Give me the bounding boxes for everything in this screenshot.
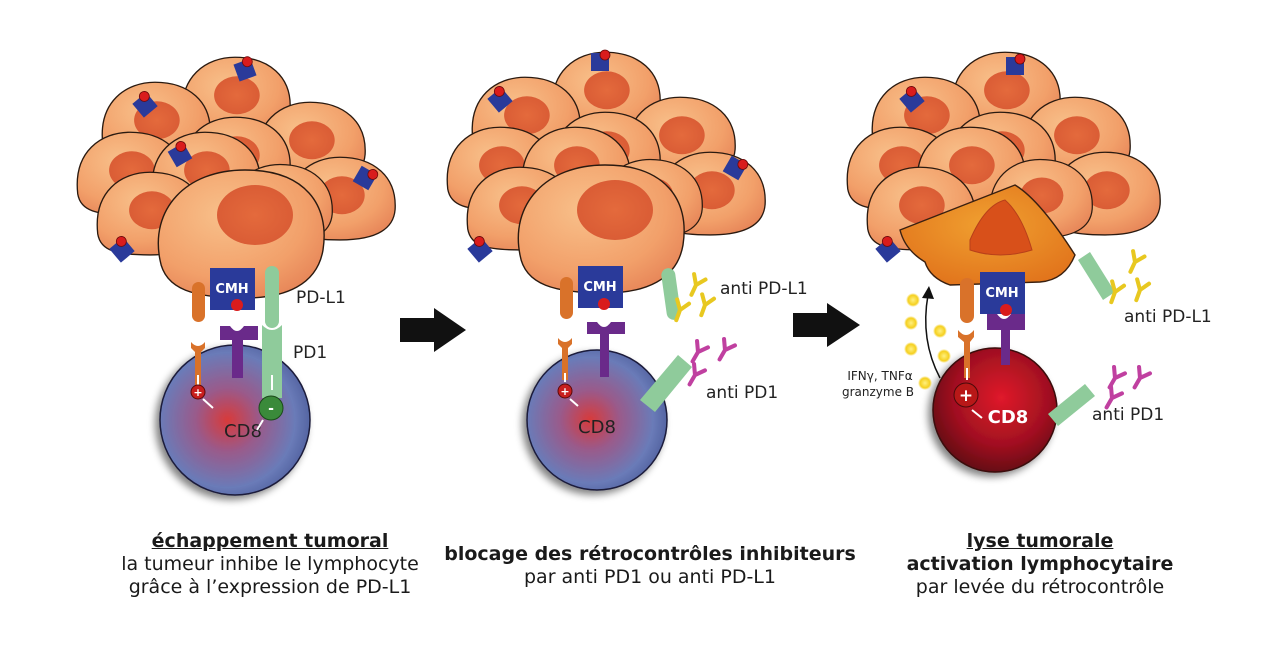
costim-receptor [191,342,205,388]
anti-pdl1-label: anti PD-L1 [1124,307,1212,327]
transition-arrow-1 [400,308,466,352]
mhc-label: CMH [583,280,616,295]
cytokine-label: IFNγ, TNFα [847,369,912,383]
anti-pdl1-antibodies [1105,251,1149,304]
anti-pd1-antibodies [684,339,735,387]
anti-pd1-label: anti PD1 [1092,405,1164,425]
caption-title: lyse tumorale [966,530,1114,552]
mhc-label: CMH [215,282,248,297]
pdl1 [265,266,279,328]
cd8-label: CD8 [578,417,616,438]
tcr [987,314,1025,365]
lysed-tumor-cell [899,184,1076,286]
costim-ligand [560,277,573,319]
caption-lysis: lyse tumorale activation lymphocytaire p… [880,530,1200,599]
panel-lysis: CD8 + CMH IFNγ, TNFα granzyme B [842,51,1212,473]
caption-line: grâce à l’expression de PD-L1 [128,576,412,598]
pdl1 [1078,252,1115,300]
granzyme-label: granzyme B [842,385,914,399]
pdl1-label: PD-L1 [296,288,346,308]
plus-signal-icon [953,382,979,408]
antigen [598,298,610,310]
caption-subtitle: activation lymphocytaire [906,553,1174,575]
antigen [1000,304,1012,316]
arrow-icon [569,398,579,407]
svg-text:+: + [959,386,973,406]
costim-ligand [960,278,974,323]
arrow-icon [971,409,983,419]
pdl1 [661,268,681,320]
cd8-label: CD8 [224,421,262,442]
svg-text:-: - [268,401,274,417]
transition-arrow-2 [793,303,860,347]
svg-text:+: + [193,386,202,399]
pd1 [640,355,692,412]
anti-pd1-label: anti PD1 [706,383,778,403]
costim-receptor [958,330,974,378]
plus-signal-icon [557,383,573,399]
arrow-icon [256,419,264,431]
antigen [231,299,243,311]
arrow-head-icon [922,286,934,299]
tumor-cluster [446,49,766,294]
caption-blockade: blocage des rétrocontrôles inhibiteurs p… [430,543,870,589]
caption-line: la tumeur inhibe le lymphocyte [121,553,419,575]
cd8-label: CD8 [988,407,1029,428]
cytokines [904,293,951,390]
anti-pd1-antibodies [1101,367,1150,410]
plus-signal-icon [190,384,206,400]
svg-text:+: + [560,385,569,398]
tumor-cluster [76,54,396,299]
caption-title: échappement tumoral [151,530,389,552]
minus-signal-icon [258,395,284,421]
tcr [220,326,258,378]
caption-line: par anti PD1 ou anti PD-L1 [523,566,776,588]
arrow-icon [202,398,214,409]
panel-escape: CD8 + CMH - PD-L1 PD1 [76,54,396,496]
caption-escape: échappement tumoral la tumeur inhibe le … [90,530,450,599]
panel-blockade: CD8 + CMH anti PD-L1 anti PD1 [446,49,808,491]
anti-pdl1-label: anti PD-L1 [720,279,808,299]
pd1 [1048,384,1095,426]
caption-line: par levée du rétrocontrôle [915,576,1165,598]
costim-ligand [192,282,205,322]
tcr [587,322,625,377]
anti-pdl1-antibodies [670,274,714,322]
pd1 [262,325,282,398]
secretion-arrow [924,294,941,379]
caption-title: blocage des rétrocontrôles inhibiteurs [444,543,856,565]
mhc-label: CMH [985,286,1018,301]
pd1-label: PD1 [293,343,327,363]
costim-receptor [558,338,572,380]
